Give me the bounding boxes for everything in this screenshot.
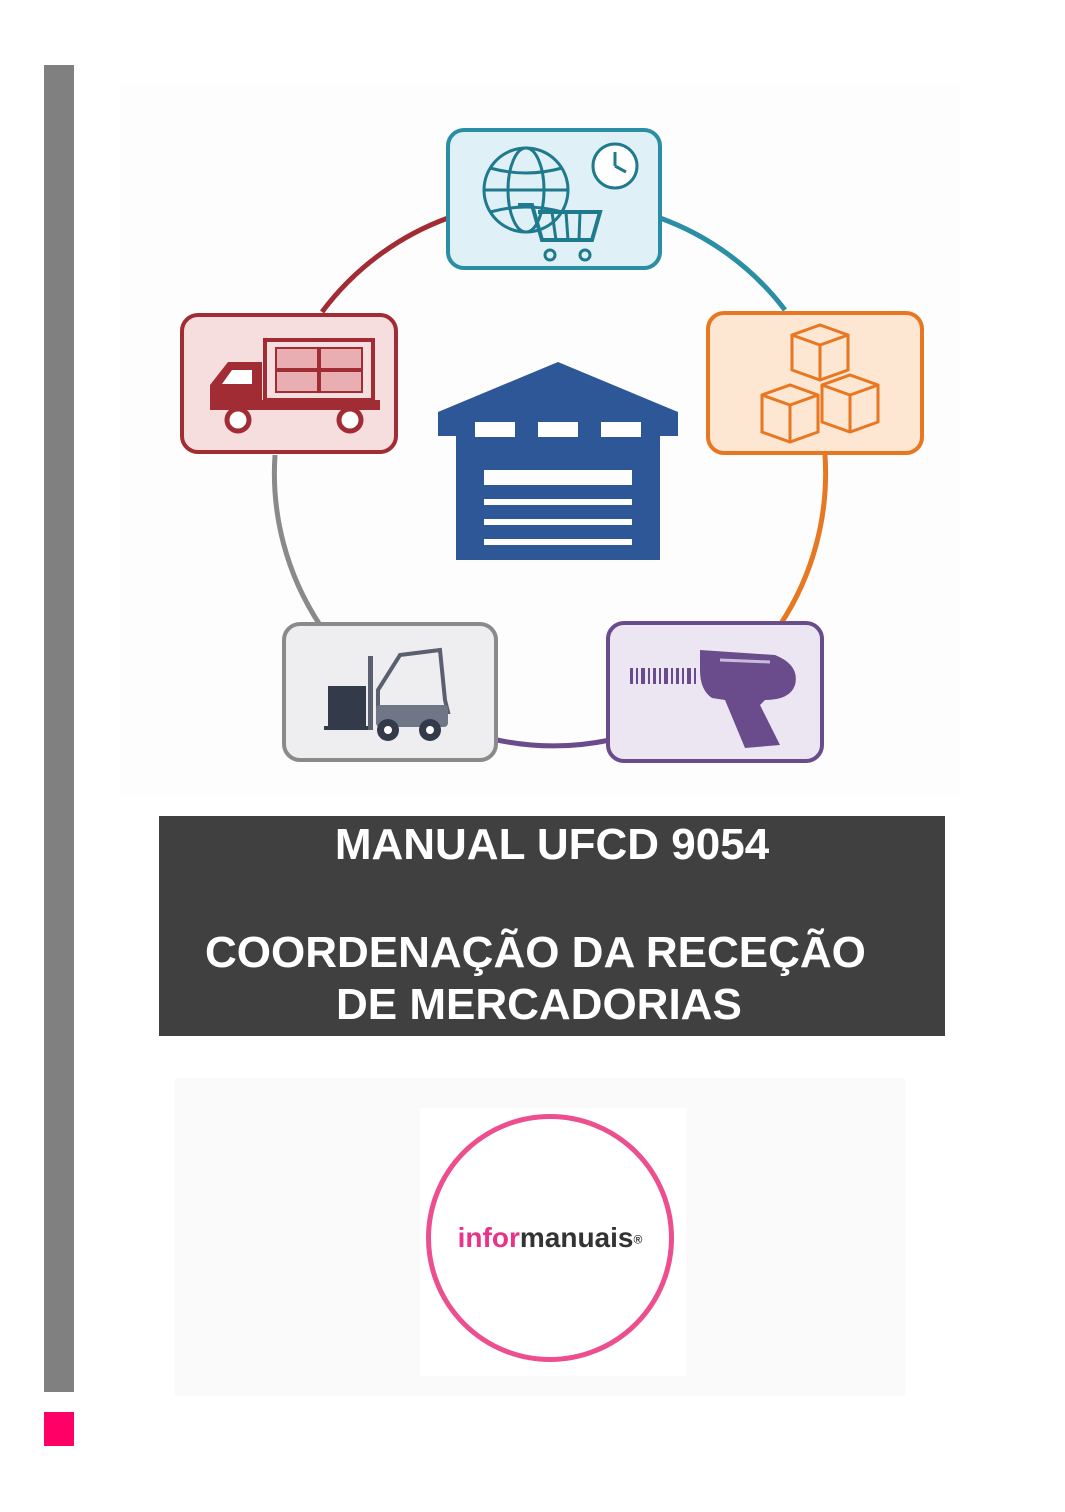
manual-code-title: MANUAL UFCD 9054 xyxy=(334,820,770,869)
side-accent-bar xyxy=(44,65,74,1392)
transport-node xyxy=(180,313,398,454)
logo-text-manuais: manuais xyxy=(519,1222,634,1253)
boxes-icon xyxy=(760,323,880,444)
course-title-line-2: DE MERCADORIAS xyxy=(336,980,742,1029)
truck-icon xyxy=(210,338,380,434)
stock-boxes-node xyxy=(706,311,924,455)
forklift-icon xyxy=(324,647,451,741)
side-accent-square xyxy=(44,1412,74,1446)
handling-node xyxy=(282,622,498,762)
online-order-node xyxy=(446,128,662,270)
warehouse-icon xyxy=(438,362,678,560)
scanning-node xyxy=(606,621,824,763)
publisher-logo: informanuais® xyxy=(426,1222,674,1254)
globe-cart-icon xyxy=(482,146,603,262)
logo-ring xyxy=(426,1114,674,1362)
course-title-line-1: COORDENAÇÃO DA RECEÇÃO xyxy=(205,928,866,977)
barcode-scanner-icon xyxy=(630,650,796,748)
logo-text-infor: infor xyxy=(457,1222,520,1253)
title-banner: MANUAL UFCD 9054 COORDENAÇÃO DA RECEÇÃO … xyxy=(159,816,945,1036)
logistics-cycle-diagram xyxy=(180,128,924,763)
clock-icon xyxy=(591,142,639,190)
registered-mark: ® xyxy=(633,1232,643,1247)
